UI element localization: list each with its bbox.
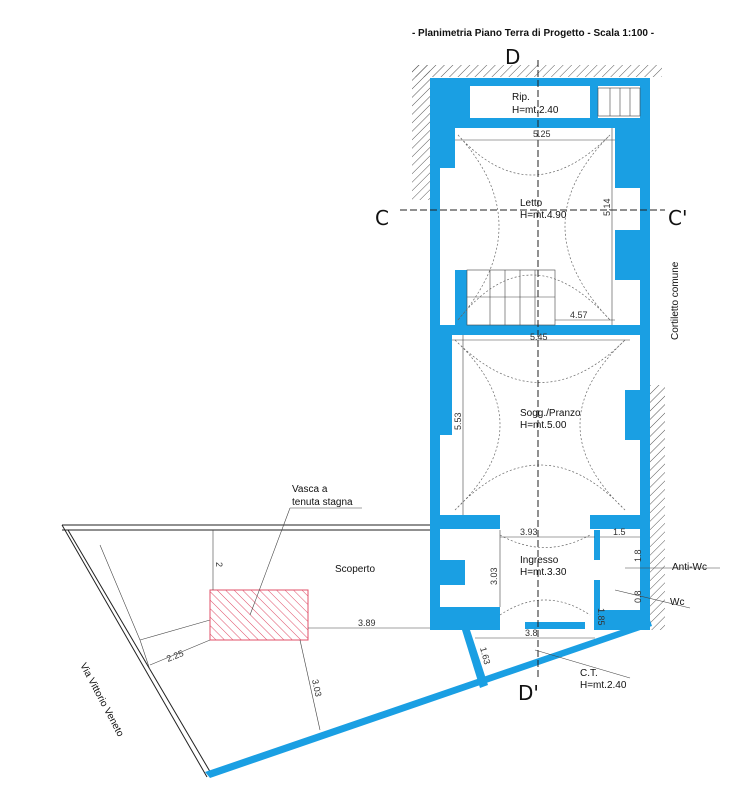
building-walls	[430, 78, 650, 688]
dim-antiwc-height: 1.8	[633, 549, 643, 562]
section-d-prime-label: D'	[518, 681, 539, 705]
room-ingresso-height: H=mt.3.30	[520, 567, 567, 578]
room-letto-height: H=mt.4.90	[520, 210, 567, 221]
dim-ct-width: 3.8	[525, 628, 538, 638]
septic-tank	[209, 589, 309, 641]
room-soggiorno-name: Sogg./Pranzo	[520, 408, 581, 419]
dim-tank-distance: 2	[214, 562, 224, 567]
dim-ingresso-height: 3.03	[489, 567, 499, 585]
plan-title: - Planimetria Piano Terra di Progetto - …	[412, 28, 654, 39]
room-wc-name: Wc	[670, 597, 684, 608]
dim-antiwc-width: 1.5	[613, 527, 626, 537]
section-c-label: C	[375, 206, 389, 230]
stairs	[466, 87, 641, 326]
street-label: Via Vittorio Veneto	[77, 661, 125, 739]
dim-letto-inner: 4.57	[570, 310, 588, 320]
section-lines	[400, 60, 665, 680]
dim-wc-width: 0.8	[633, 590, 643, 603]
cortiletto-label: Cortiletto comune	[670, 261, 681, 340]
dim-soggiorno-height: 5.53	[453, 412, 463, 430]
room-antiwc-name: Anti-Wc	[672, 562, 707, 573]
room-ingresso-name: Ingresso	[520, 555, 559, 566]
dimension-lines	[149, 128, 640, 731]
area-scoperto-label: Scoperto	[335, 564, 375, 575]
boundary-hatching	[412, 65, 665, 630]
room-rip-height: H=mt.2.40	[512, 105, 559, 116]
vault-lines	[454, 134, 626, 616]
dim-ingresso-width: 3.93	[520, 527, 538, 537]
dim-letto-width: 5.25	[533, 129, 551, 139]
section-d-label: D	[505, 45, 520, 69]
dim-tank-left: 2.25	[165, 648, 185, 664]
room-letto-name: Letto	[520, 198, 543, 209]
room-ct-name: C.T.	[580, 668, 598, 679]
dim-wc-height: 1.85	[596, 608, 606, 626]
tank-label-line1: Vasca a	[292, 484, 328, 495]
dim-ct-side: 1.63	[478, 646, 492, 666]
tank-label-line2: tenuta stagna	[292, 497, 353, 508]
section-c-prime-label: C'	[668, 206, 687, 230]
room-soggiorno-height: H=mt.5.00	[520, 420, 567, 431]
dim-letto-height: 5.14	[602, 198, 612, 216]
room-rip-name: Rip.	[512, 92, 530, 103]
room-ct-height: H=mt.2.40	[580, 680, 627, 691]
dim-soggiorno-width: 5.45	[530, 332, 548, 342]
outdoor-area	[61, 524, 652, 778]
dim-tank-down: 3.03	[310, 678, 323, 697]
dim-tank-right: 3.89	[358, 618, 376, 628]
